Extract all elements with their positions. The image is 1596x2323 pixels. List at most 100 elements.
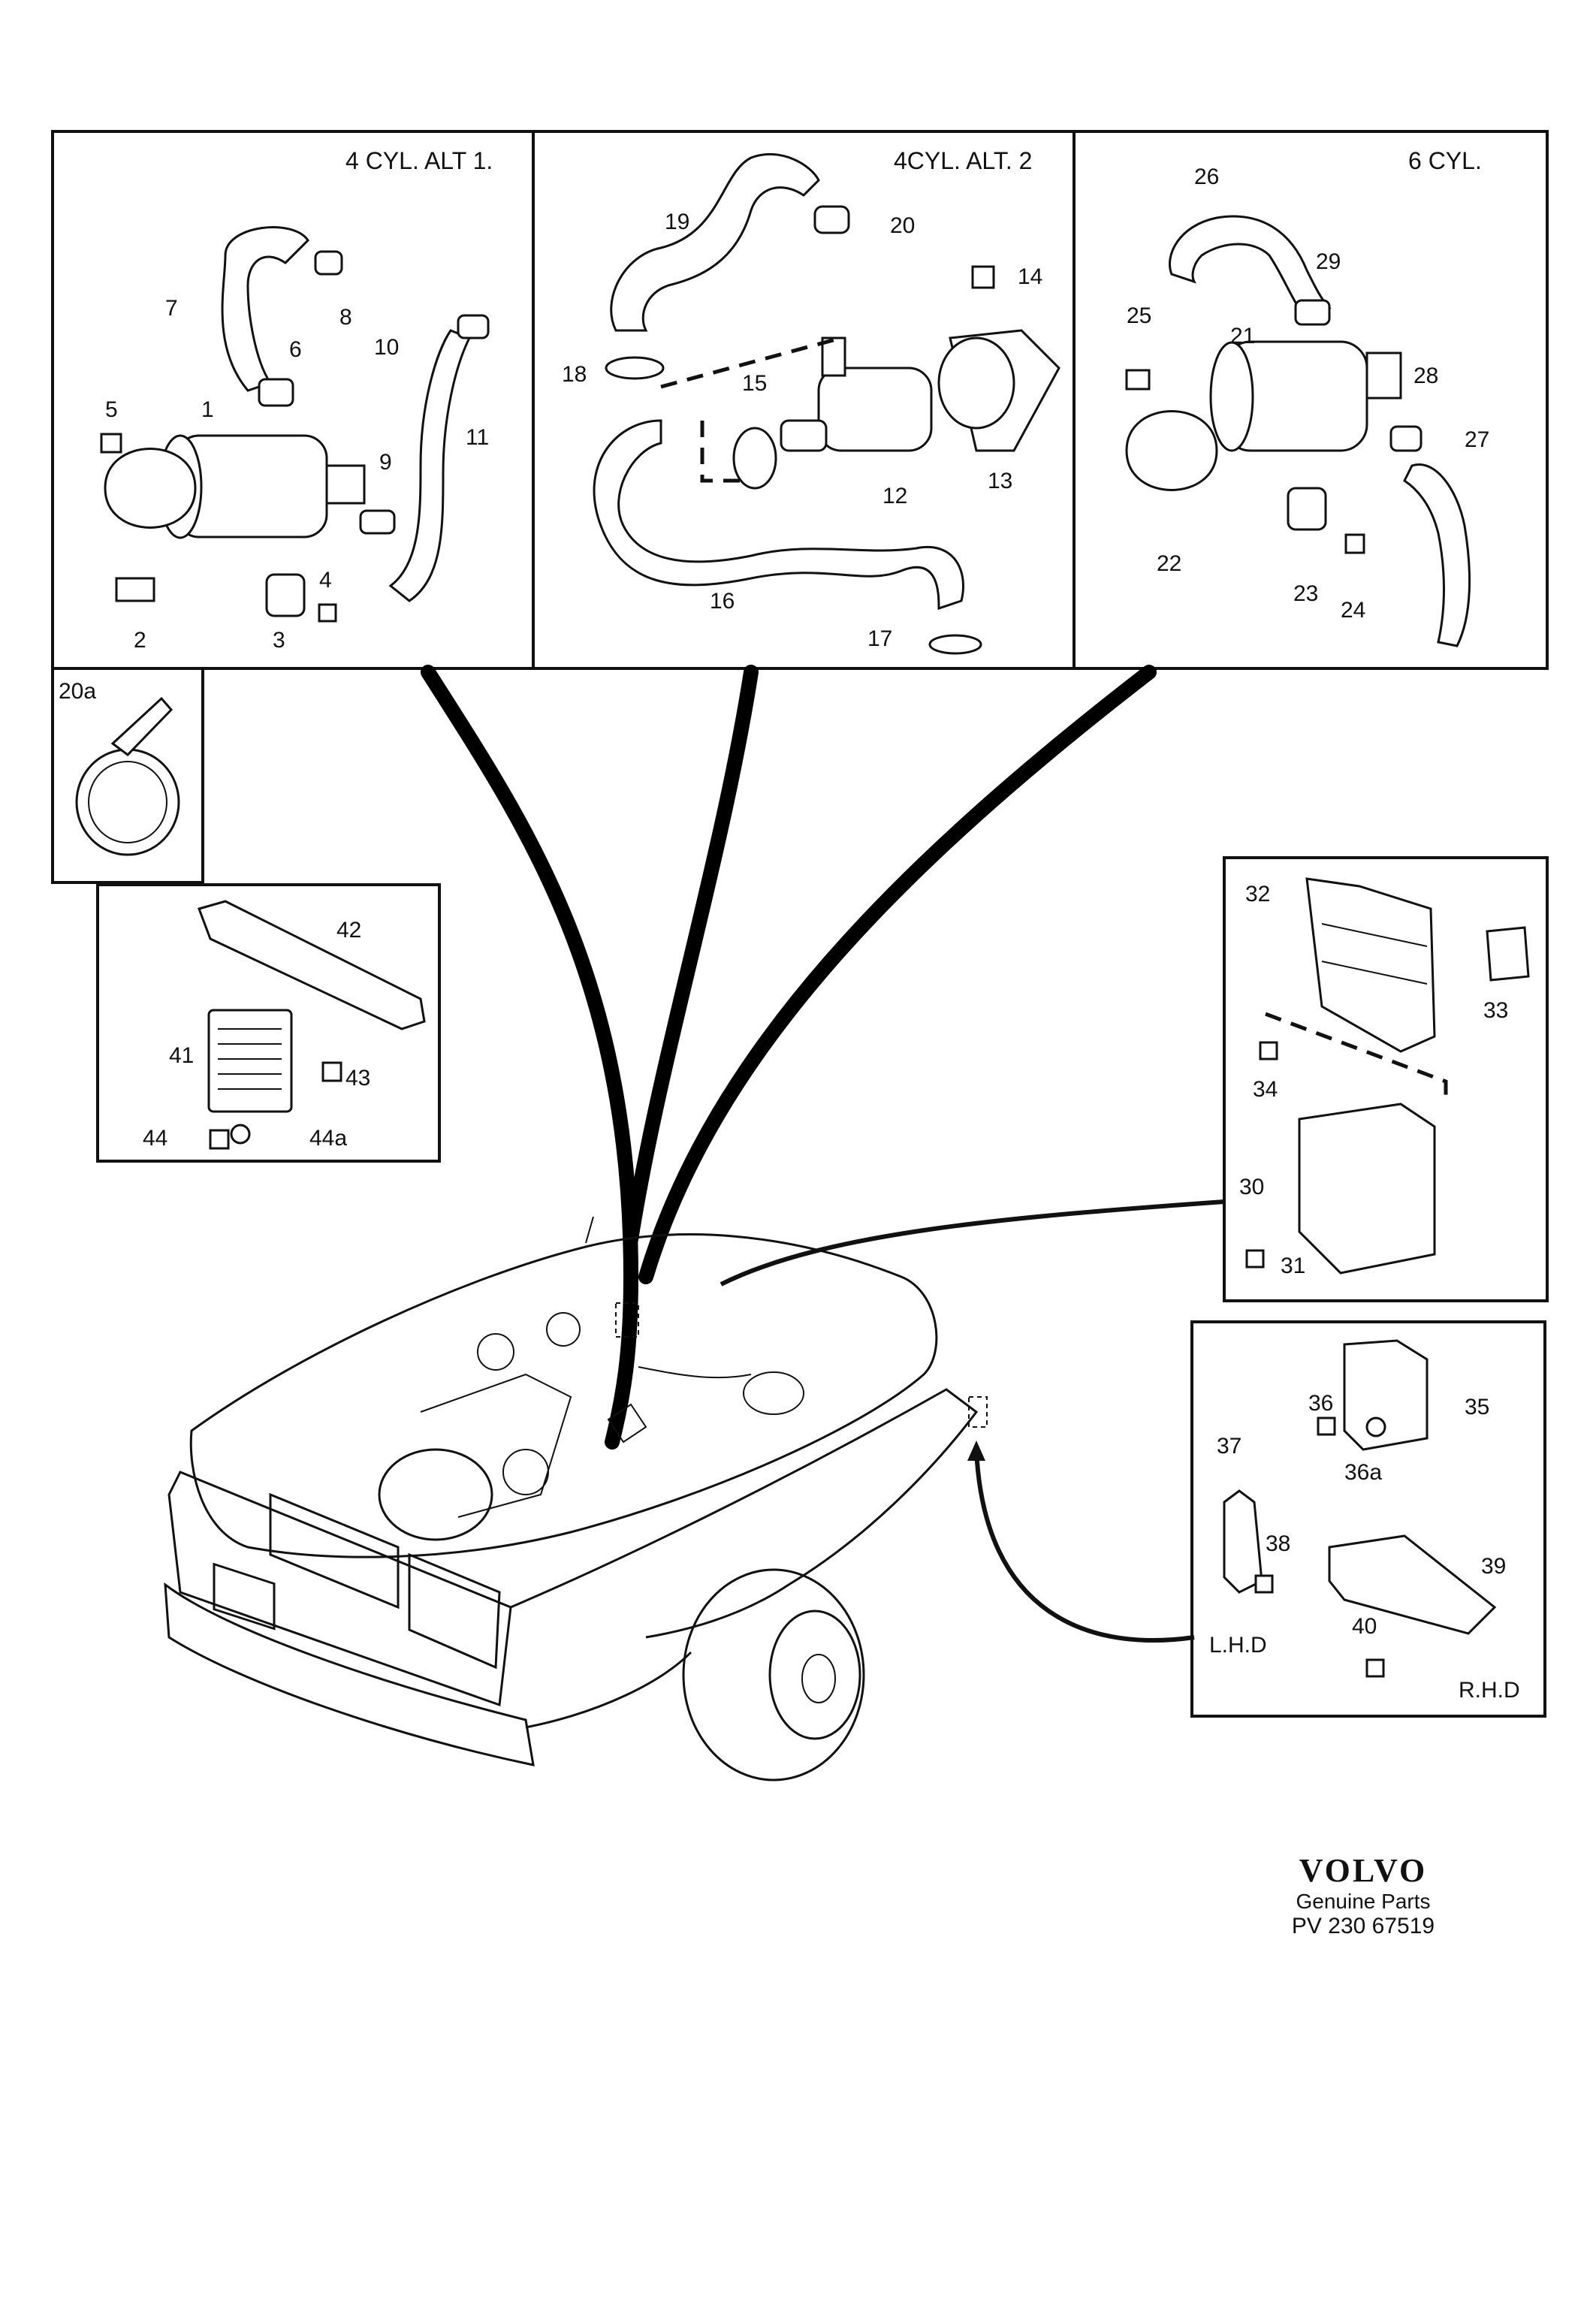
screw-44 xyxy=(209,1129,230,1150)
car-brake-reservoir xyxy=(743,1371,804,1415)
bracket-32 xyxy=(1305,877,1436,1053)
hose-clamp-29 xyxy=(1294,299,1331,326)
callout-28: 28 xyxy=(1413,364,1438,388)
car-front-illustration xyxy=(164,1216,988,1781)
car-fan-shroud xyxy=(378,1448,493,1541)
nut-5 xyxy=(100,433,122,454)
callout-44a: 44a xyxy=(309,1126,347,1151)
air-valve-12 xyxy=(817,367,933,452)
washer-44a xyxy=(230,1124,251,1145)
callout-7: 7 xyxy=(165,296,178,321)
callout-41: 41 xyxy=(169,1043,194,1068)
label-rhd: R.H.D xyxy=(1459,1678,1520,1703)
alt2-dash-lower xyxy=(700,421,744,483)
mounting-clamp-22 xyxy=(1125,410,1218,491)
label-lhd: L.H.D xyxy=(1209,1633,1267,1658)
callout-27: 27 xyxy=(1465,427,1489,452)
reducer-15 xyxy=(732,427,777,490)
callout-3: 3 xyxy=(273,628,285,653)
leader-alt2 xyxy=(623,665,759,1247)
callout-18: 18 xyxy=(562,362,587,387)
alt2-dash-upper xyxy=(660,336,842,389)
screw-38 xyxy=(1254,1574,1274,1594)
ecu-30 xyxy=(1298,1103,1436,1275)
callout-11: 11 xyxy=(466,425,489,450)
callout-39: 39 xyxy=(1481,1554,1506,1579)
callout-31: 31 xyxy=(1281,1254,1305,1278)
panel-clamp-20a-frame xyxy=(51,667,204,884)
car-grille xyxy=(269,1492,400,1610)
callout-42: 42 xyxy=(336,918,361,943)
car-relay-location xyxy=(968,1396,988,1428)
brand-block: VOLVO Genuine Parts PV 230 67519 xyxy=(1277,1851,1450,1939)
callout-9: 9 xyxy=(379,450,392,475)
hose-16 xyxy=(593,419,964,611)
bracket-42 xyxy=(198,900,426,1030)
screw-34 xyxy=(1259,1041,1278,1060)
car-front-face xyxy=(167,1471,512,1707)
car-side-line xyxy=(525,1651,692,1729)
screw-43 xyxy=(321,1061,342,1082)
nut-4 xyxy=(318,603,337,623)
rubber-mount-3 xyxy=(265,573,306,617)
car-engine-cap xyxy=(477,1333,514,1371)
callout-20: 20 xyxy=(890,213,915,238)
callout-25: 25 xyxy=(1127,303,1151,328)
callout-32: 32 xyxy=(1245,882,1270,907)
leader-6cyl xyxy=(638,665,1157,1284)
hose-clamp-20 xyxy=(813,205,850,234)
strap-clamp-20a-tail xyxy=(110,696,173,756)
callout-38: 38 xyxy=(1266,1531,1290,1556)
callout-33: 33 xyxy=(1483,998,1508,1023)
callout-14: 14 xyxy=(1018,264,1042,289)
rubber-mount-23 xyxy=(1287,487,1327,531)
car-ecu-location xyxy=(615,1302,639,1338)
callout-13: 13 xyxy=(988,469,1012,493)
car-wheel-rim xyxy=(768,1610,861,1740)
callout-15: 15 xyxy=(742,371,767,396)
air-valve-12-inlet xyxy=(780,419,828,452)
callout-34: 34 xyxy=(1253,1077,1278,1102)
callout-21: 21 xyxy=(1230,324,1255,348)
ecu-parts xyxy=(1245,877,1530,1275)
callout-40: 40 xyxy=(1352,1614,1377,1639)
screw-36 xyxy=(1317,1416,1336,1436)
callout-5: 5 xyxy=(105,397,118,422)
leader-relay-arrowhead xyxy=(967,1441,985,1461)
nut-24 xyxy=(1344,533,1365,554)
hose-clamp-18 xyxy=(605,356,665,380)
car-bumper xyxy=(164,1582,535,1766)
callout-6: 6 xyxy=(289,337,302,362)
hose-clamp-6 xyxy=(258,378,294,407)
nut-25 xyxy=(1125,369,1151,391)
car-fender xyxy=(510,1388,979,1639)
car-engine-block xyxy=(420,1373,572,1518)
air-valve-21-end xyxy=(1209,341,1254,452)
brand-subtitle: Genuine Parts xyxy=(1296,1890,1431,1913)
hose-clamp-11 xyxy=(457,314,490,339)
clamp-20a xyxy=(75,696,180,856)
strap-clamp-20a xyxy=(75,748,180,856)
leader-ecu xyxy=(720,1199,1225,1287)
panel-4cyl-alt1-title: 4 CYL. ALT 1. xyxy=(345,147,493,174)
bracket-39 xyxy=(1328,1534,1497,1635)
callout-16: 16 xyxy=(710,589,735,614)
callout-29: 29 xyxy=(1316,249,1341,274)
control-unit-parts xyxy=(198,900,426,1150)
callout-12: 12 xyxy=(882,484,907,508)
hose-19 xyxy=(610,153,820,332)
alt1-parts xyxy=(100,226,490,623)
relay-35 xyxy=(1343,1339,1429,1451)
six-parts xyxy=(1125,215,1471,647)
car-engine-filler xyxy=(546,1312,581,1347)
hose-7 xyxy=(221,226,309,392)
hose-10 xyxy=(388,329,472,602)
car-air-valve-location xyxy=(607,1403,647,1444)
panel-relay-frame xyxy=(1190,1320,1546,1718)
car-headlight-right xyxy=(408,1552,501,1670)
control-unit-41 xyxy=(207,1009,293,1113)
callout-17: 17 xyxy=(867,626,892,651)
callout-19: 19 xyxy=(665,210,689,234)
panel-control-unit-frame xyxy=(96,883,441,1163)
